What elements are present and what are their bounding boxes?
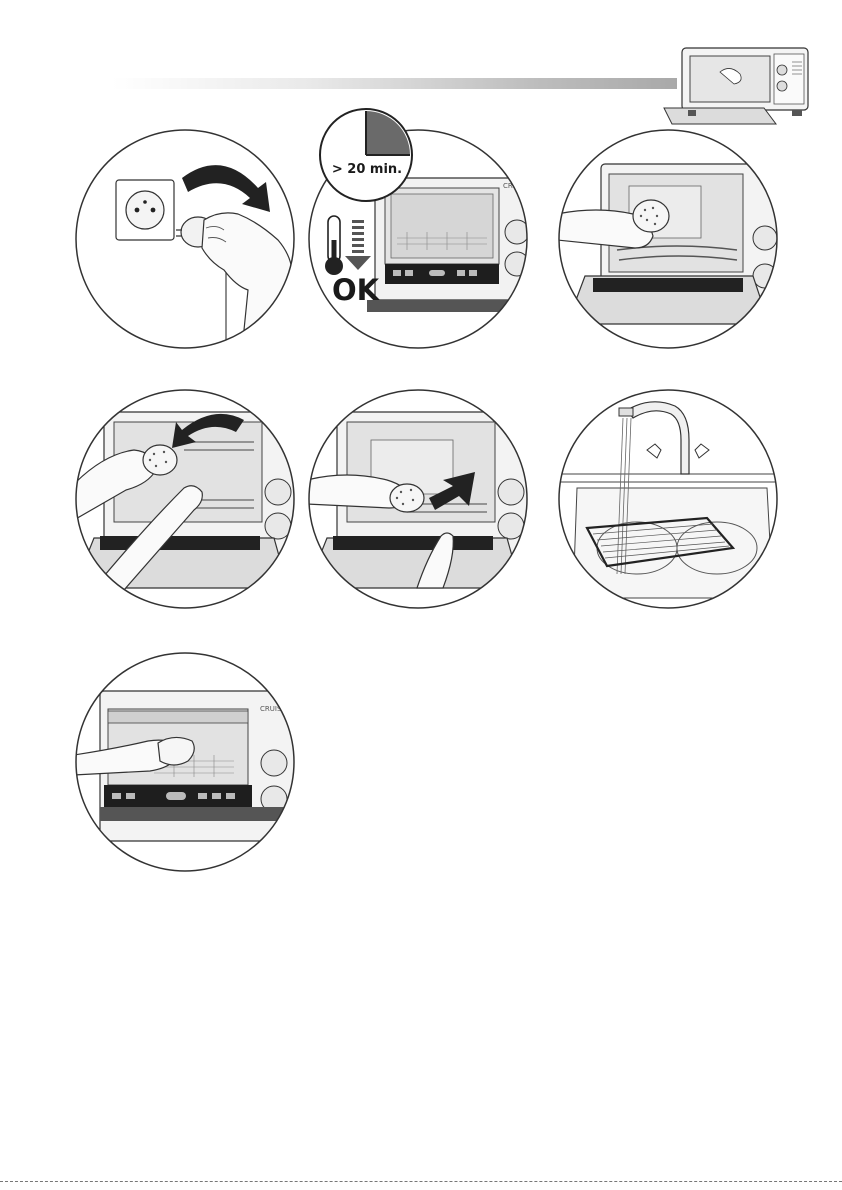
step-wipe-door: CRUISE: [74, 651, 296, 873]
faucet-icon: [619, 402, 709, 474]
step-wipe-back: [307, 388, 529, 610]
oven-brand-label: CRUISE: [503, 182, 529, 190]
thermometer-icon: [325, 216, 343, 275]
ok-label: OK: [332, 276, 379, 305]
cloth-icon: [158, 737, 194, 765]
timer-label: > 20 min.: [327, 162, 407, 177]
footer-rule: [0, 1181, 842, 1182]
sponge-icon: [633, 200, 669, 232]
sponge-icon: [390, 484, 424, 512]
curved-arrow-icon: [182, 165, 270, 212]
sponge-icon: [143, 445, 177, 475]
step-wipe-top: [74, 388, 296, 610]
down-arrow-icon: [345, 220, 371, 270]
header-bar: [112, 78, 677, 89]
step-sponge-inside: [557, 128, 779, 350]
step-unplug: [74, 128, 296, 350]
step-rinse-rack: [557, 388, 779, 610]
oven-thumbnail: [660, 42, 812, 130]
timer-icon: [318, 107, 414, 203]
